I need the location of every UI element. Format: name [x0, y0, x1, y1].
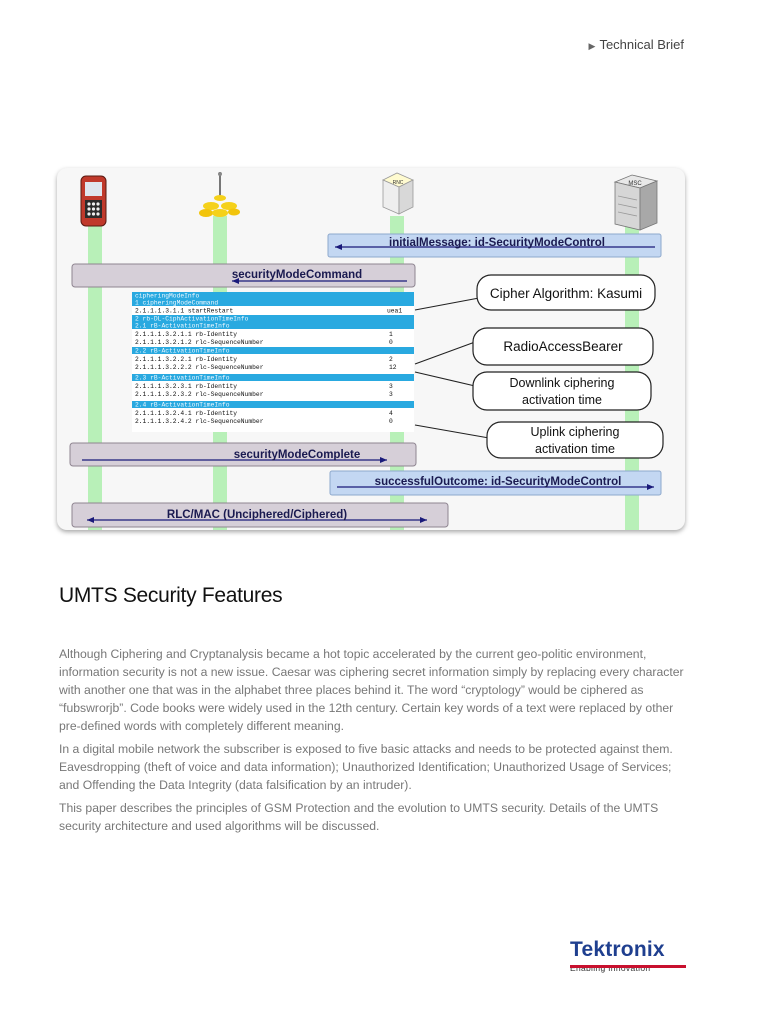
technical-brief-text: Technical Brief	[599, 37, 684, 52]
rnc-label: RNC	[393, 180, 404, 186]
paragraph-2: In a digital mobile network the subscrib…	[59, 742, 673, 792]
downlink-ciphering-line1: Downlink ciphering	[510, 376, 615, 390]
decode-row-1-value: uea1	[387, 308, 402, 315]
brand-slogan: Enabling Innovation	[570, 963, 651, 973]
uplink-ciphering-line1: Uplink ciphering	[531, 425, 620, 439]
decode-row-9-value: 0	[389, 418, 393, 425]
radio-access-bearer-callout: RadioAccessBearer	[472, 327, 654, 366]
decode-row-6-id: 2.1.1.1.3.2.3.1 rb-Identity	[135, 383, 237, 390]
decode-row-2-id: 2.1.1.1.3.2.1.1 rb-Identity	[135, 331, 237, 338]
callout-connectors	[414, 297, 490, 439]
decode-row-7-id: 2.1.1.1.3.2.3.2 rlc-SequenceNumber	[135, 391, 264, 398]
decode-row-8-value: 4	[389, 410, 393, 417]
brand-underline	[570, 965, 686, 968]
decode-header-2: 1 cipheringModeCommand	[135, 300, 218, 307]
section-title: UMTS Security Features	[59, 584, 283, 607]
document-type-label: ▶Technical Brief	[589, 37, 684, 52]
initial-message-label: initialMessage: id-SecurityModeControl	[389, 237, 605, 249]
uplink-ciphering-callout: Uplink ciphering activation time	[486, 421, 664, 459]
decode-row-5-id: 2.1.1.1.3.2.2.2 rlc-SequenceNumber	[135, 364, 264, 371]
rlc-mac-label: RLC/MAC (Unciphered/Ciphered)	[167, 509, 347, 521]
decode-header-6: 2.3 rB-ActivationTimeInfo	[135, 375, 230, 382]
decode-row-2-value: 1	[389, 331, 393, 338]
decode-row-8-id: 2.1.1.1.3.2.4.1 rb-Identity	[135, 410, 237, 417]
ue-lifeline	[88, 216, 102, 530]
decode-row-4-id: 2.1.1.1.3.2.2.1 rb-Identity	[135, 356, 237, 363]
decode-row-1-id: 2.1.1.1.3.1.1 startRestart	[135, 308, 233, 315]
security-mode-complete-label: securityModeComplete	[234, 449, 361, 461]
cipher-algorithm-text: Cipher Algorithm: Kasumi	[490, 286, 642, 301]
paragraph-3: This paper describes the principles of G…	[59, 801, 659, 833]
triangle-icon: ▶	[588, 41, 596, 51]
decode-row-3-id: 2.1.1.1.3.2.1.2 rlc-SequenceNumber	[135, 339, 264, 346]
uplink-ciphering-line2: activation time	[535, 442, 615, 456]
tektronix-logo: Tektronix Enabling Innovation	[570, 938, 686, 973]
security-mode-command-label: securityModeCommand	[232, 269, 362, 281]
downlink-ciphering-line2: activation time	[522, 393, 602, 407]
decode-row-7-value: 3	[389, 391, 393, 398]
decode-header-5: 2.2 rB-ActivationTimeInfo	[135, 348, 230, 355]
decode-header-3: 2 rb-DL-CiphActivationTimeInfo	[135, 316, 249, 323]
decode-header-7: 2.4 rB-ActivationTimeInfo	[135, 402, 230, 409]
security-mode-diagram: RNC MSC initialMessage: id-SecurityModeC…	[57, 168, 685, 530]
decode-header-4: 2.1 rB-ActivationTimeInfo	[135, 323, 230, 330]
decode-row-4-value: 2	[389, 356, 393, 363]
brand-name: Tektronix	[570, 938, 665, 961]
decode-panel: cipheringModeInfo 1 cipheringModeCommand…	[132, 292, 414, 432]
rlc-mac-arrow: RLC/MAC (Unciphered/Ciphered)	[71, 502, 449, 528]
mobile-phone-icon	[80, 175, 107, 227]
paragraph-1: Although Ciphering and Cryptanalysis bec…	[59, 647, 684, 733]
initial-message-arrow: initialMessage: id-SecurityModeControl	[327, 233, 662, 258]
downlink-ciphering-callout: Downlink ciphering activation time	[472, 371, 652, 411]
cipher-algorithm-callout: Cipher Algorithm: Kasumi	[476, 274, 656, 311]
antenna-tower-icon	[199, 172, 240, 217]
decode-header-1: cipheringModeInfo	[135, 293, 199, 300]
successful-outcome-label: successfulOutcome: id-SecurityModeContro…	[375, 476, 622, 488]
msc-label: MSC	[628, 181, 642, 187]
decode-row-5-value: 12	[389, 364, 397, 371]
security-mode-complete-arrow: securityModeComplete	[69, 442, 417, 467]
radio-access-bearer-text: RadioAccessBearer	[503, 339, 623, 354]
msc-node-icon: MSC	[613, 174, 659, 231]
security-mode-command-arrow: securityModeCommand	[71, 263, 416, 288]
decode-row-6-value: 3	[389, 383, 393, 390]
rnc-node-icon: RNC	[382, 172, 414, 215]
successful-outcome-arrow: successfulOutcome: id-SecurityModeContro…	[329, 470, 662, 496]
decode-row-3-value: 0	[389, 339, 393, 346]
section-body: Although Ciphering and Cryptanalysis bec…	[59, 645, 689, 840]
decode-row-9-id: 2.1.1.1.3.2.4.2 rlc-SequenceNumber	[135, 418, 264, 425]
